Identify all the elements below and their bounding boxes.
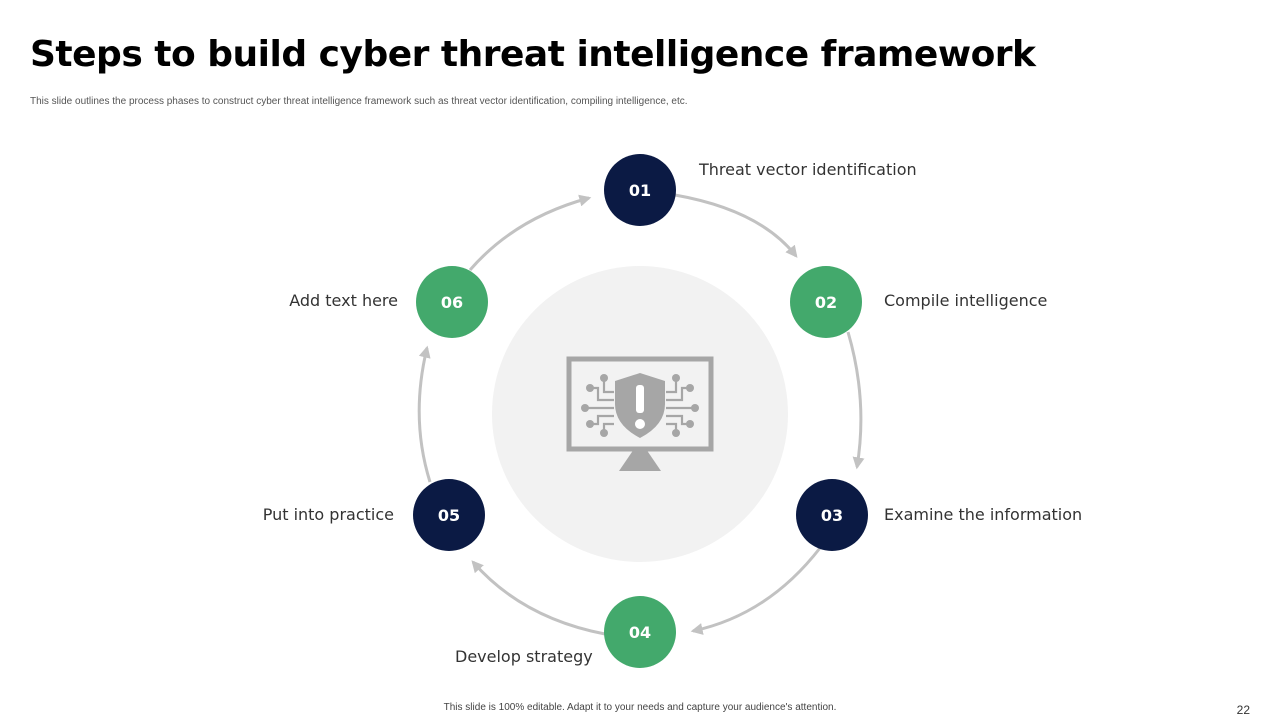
- step-04-number: 04: [629, 623, 651, 642]
- step-03-number: 03: [821, 506, 843, 525]
- step-05-number: 05: [438, 506, 460, 525]
- step-01: 01: [604, 154, 676, 226]
- step-04-circle: [604, 596, 676, 668]
- arrow-06-01: [468, 194, 592, 271]
- step-03-circle: [796, 479, 868, 551]
- step-06-circle: [416, 266, 488, 338]
- slide-title: Steps to build cyber threat intelligence…: [30, 34, 1036, 75]
- step-03: 03: [796, 479, 868, 551]
- step-01-number: 01: [629, 181, 651, 200]
- arrow-04-05: [471, 560, 606, 636]
- arrow-05-06: [417, 345, 432, 483]
- step-05-circle: [413, 479, 485, 551]
- step-06-label: Add text here: [289, 291, 398, 310]
- arrow-02-03: [846, 331, 865, 470]
- page-number: 22: [1236, 703, 1250, 717]
- arrow-01-02: [674, 193, 798, 258]
- slide-footer: This slide is 100% editable. Adapt it to…: [443, 702, 837, 713]
- step-03-label: Examine the information: [884, 505, 1083, 524]
- step-01-label: Threat vector identification: [699, 160, 917, 179]
- step-06-number: 06: [441, 293, 463, 312]
- step-04-label: Develop strategy: [455, 647, 593, 666]
- step-05-label: Put into practice: [262, 505, 394, 524]
- slide-subtitle: This slide outlines the process phases t…: [30, 96, 688, 107]
- step-01-circle: [604, 154, 676, 226]
- step-02: 02: [790, 266, 862, 338]
- step-05: 05: [413, 479, 485, 551]
- step-06: 06: [416, 266, 488, 338]
- step-02-label: Compile intelligence: [884, 291, 1048, 310]
- step-02-number: 02: [815, 293, 837, 312]
- monitor-shield-alert-icon: [566, 356, 714, 471]
- step-04: 04: [604, 596, 676, 668]
- step-02-circle: [790, 266, 862, 338]
- arrow-03-04: [690, 547, 822, 635]
